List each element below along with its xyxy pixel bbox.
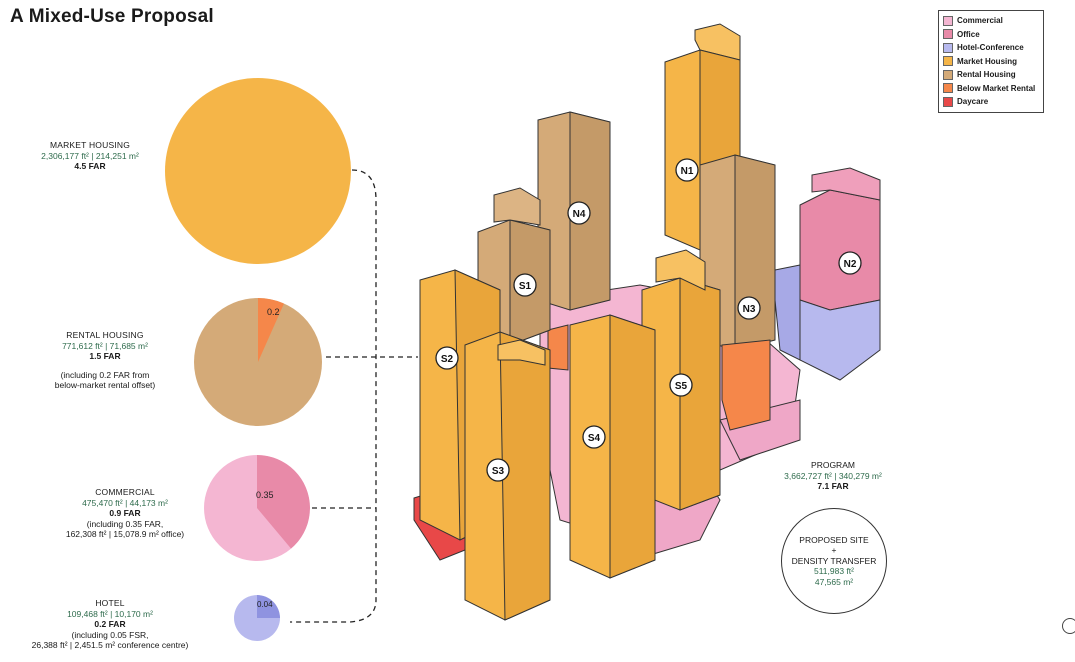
- legend-label: Market Housing: [957, 56, 1018, 66]
- tower-label-s1: S1: [513, 273, 537, 297]
- legend-label: Rental Housing: [957, 70, 1016, 80]
- tower-label-s2: S2: [435, 346, 459, 370]
- legend-swatch: [943, 29, 953, 40]
- metric-note-1: (including 0.05 FSR,: [71, 629, 149, 640]
- tower-label-s4: S4: [582, 425, 606, 449]
- svg-text:S5: S5: [675, 381, 688, 392]
- market-housing-metric: MARKET HOUSING 2,306,177 ft² | 214,251 m…: [20, 140, 160, 172]
- rental-housing-circle: [194, 298, 322, 426]
- metric-far: 0.2 FAR: [94, 619, 126, 629]
- svg-text:N2: N2: [844, 259, 857, 270]
- metric-name: RENTAL HOUSING: [66, 330, 144, 340]
- legend-item-hotel-conference: Hotel-Conference: [943, 41, 1039, 55]
- legend-item-daycare: Daycare: [943, 95, 1039, 109]
- svg-text:S2: S2: [441, 354, 454, 365]
- legend-label: Hotel-Conference: [957, 43, 1024, 53]
- metric-note-2: 162,308 ft² | 15,078.9 m² office): [65, 529, 185, 539]
- legend-label: Daycare: [957, 97, 989, 107]
- commercial-circle: [204, 455, 310, 561]
- connector-lines: [290, 169, 418, 623]
- metric-note-2: below-market rental offset): [54, 380, 156, 390]
- rental-housing-metric: RENTAL HOUSING 771,612 ft² | 71,685 m² 1…: [40, 330, 170, 391]
- legend-swatch: [943, 15, 953, 26]
- program-area: 3,662,727 ft² | 340,279 m²: [784, 470, 882, 481]
- metric-area: 2,306,177 ft² | 214,251 m²: [41, 150, 139, 161]
- metric-area: 109,468 ft² | 10,170 m²: [67, 608, 153, 619]
- legend-swatch: [943, 42, 953, 53]
- svg-text:S1: S1: [519, 281, 532, 292]
- svg-text:S4: S4: [588, 433, 601, 444]
- tower-labels: N1 N2 N3 N4 S1 S2 S3 S4 S5: [435, 158, 862, 482]
- legend-item-rental-housing: Rental Housing: [943, 68, 1039, 82]
- legend-label: Commercial: [957, 16, 1003, 26]
- metric-name: HOTEL: [95, 598, 125, 608]
- hotel-pie: [257, 595, 280, 618]
- tower-label-n3: N3: [737, 296, 761, 320]
- rental-slice-label: 0.2: [267, 307, 280, 317]
- metric-far: 1.5 FAR: [89, 351, 121, 361]
- site-line-3: DENSITY TRANSFER: [791, 555, 877, 566]
- tower-label-s5: S5: [669, 373, 693, 397]
- hotel-circle: [234, 595, 280, 641]
- commercial-metric: COMMERCIAL 475,470 ft² | 44,173 m² 0.9 F…: [50, 487, 200, 540]
- tower-label-s3: S3: [486, 458, 510, 482]
- site-area-m: 47,565 m²: [814, 576, 854, 587]
- legend-swatch: [943, 56, 953, 67]
- legend-swatch: [943, 83, 953, 94]
- page-title: A Mixed-Use Proposal: [10, 6, 214, 27]
- tower-s4: [569, 314, 656, 579]
- legend-item-office: Office: [943, 28, 1039, 42]
- metric-far: 4.5 FAR: [74, 161, 106, 171]
- tower-label-n2: N2: [838, 251, 862, 275]
- scroll-handle-icon[interactable]: [1062, 618, 1075, 634]
- program-summary: PROGRAM 3,662,727 ft² | 340,279 m² 7.1 F…: [768, 460, 898, 492]
- legend: Commercial Office Hotel-Conference Marke…: [938, 10, 1044, 113]
- program-far: 7.1 FAR: [817, 481, 849, 491]
- program-heading: PROGRAM: [811, 460, 855, 470]
- legend-label: Office: [957, 29, 980, 39]
- metric-far: 0.9 FAR: [109, 508, 141, 518]
- legend-swatch: [943, 69, 953, 80]
- svg-text:N4: N4: [573, 209, 586, 220]
- legend-label: Below Market Rental: [957, 83, 1036, 93]
- below-market-rental-slice: [258, 298, 285, 362]
- commercial-slice-label: 0.35: [256, 490, 274, 500]
- legend-item-below-market-rental: Below Market Rental: [943, 82, 1039, 96]
- conference-slice: [257, 595, 280, 618]
- legend-swatch: [943, 96, 953, 107]
- metric-note-1: (including 0.35 FAR,: [86, 518, 164, 529]
- rental-housing-pie: [258, 298, 285, 362]
- svg-text:N1: N1: [681, 166, 694, 177]
- tower-n2: [774, 167, 881, 381]
- proposed-site-circle: PROPOSED SITE + DENSITY TRANSFER 511,983…: [781, 508, 887, 614]
- metric-area: 475,470 ft² | 44,173 m²: [82, 497, 168, 508]
- tower-label-n4: N4: [567, 201, 591, 225]
- hotel-metric: HOTEL 109,468 ft² | 10,170 m² 0.2 FAR (i…: [10, 598, 210, 651]
- svg-text:S3: S3: [492, 466, 505, 477]
- tower-label-n1: N1: [675, 158, 699, 182]
- site-area-ft: 511,983 ft²: [813, 566, 854, 577]
- market-housing-circle: [165, 78, 351, 264]
- metric-name: MARKET HOUSING: [49, 140, 131, 150]
- legend-item-market-housing: Market Housing: [943, 55, 1039, 69]
- office-slice: [257, 455, 310, 549]
- metric-name: COMMERCIAL: [95, 487, 155, 497]
- site-line-2: +: [831, 545, 837, 556]
- svg-text:N3: N3: [743, 304, 756, 315]
- metric-note-2: 26,388 ft² | 2,451.5 m² conference centr…: [31, 640, 189, 650]
- commercial-pie: [257, 455, 310, 549]
- metric-area: 771,612 ft² | 71,685 m²: [62, 340, 148, 351]
- hotel-slice-label: 0.04: [257, 600, 273, 609]
- site-line-1: PROPOSED SITE: [799, 534, 869, 545]
- metric-note-1: (including 0.2 FAR from: [60, 369, 150, 380]
- legend-item-commercial: Commercial: [943, 14, 1039, 28]
